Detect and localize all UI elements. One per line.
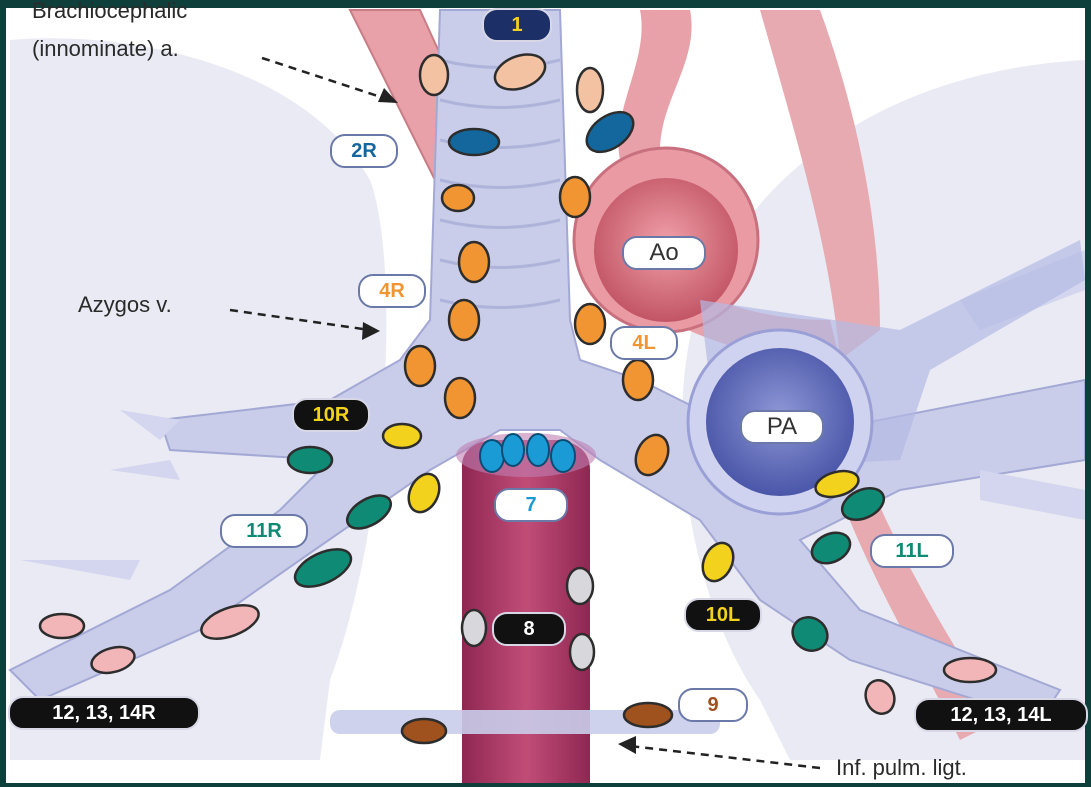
station-2r-label: 2R	[330, 134, 398, 168]
inf-pulm-ligt-label: Inf. pulm. ligt.	[836, 755, 967, 781]
node-gray	[570, 634, 594, 670]
node-blue	[449, 129, 499, 155]
node-orange	[575, 304, 605, 344]
station-10r-label: 10R	[292, 398, 370, 432]
aorta-label: Ao	[622, 236, 706, 270]
node-peach	[577, 68, 603, 112]
node-orange	[405, 346, 435, 386]
pa-label: PA	[740, 410, 824, 444]
node-brown	[402, 719, 446, 743]
node-orange	[459, 242, 489, 282]
node-teal	[288, 447, 332, 473]
station-9-label: 9	[678, 688, 748, 722]
azygos-label: Azygos v.	[78, 292, 172, 318]
node-orange	[445, 378, 475, 418]
node-yellow	[383, 424, 421, 448]
station-10l-label: 10L	[684, 598, 762, 632]
node-orange	[560, 177, 590, 217]
node-peach	[420, 55, 448, 95]
node-pink	[944, 658, 996, 682]
brachiocephalic-label-line2: (innominate) a.	[32, 36, 179, 62]
station-12-14l-label: 12, 13, 14L	[914, 698, 1088, 732]
node-orange	[449, 300, 479, 340]
frame-right	[1085, 0, 1091, 787]
frame-bottom	[0, 783, 1091, 787]
frame-left	[0, 0, 6, 787]
node-orange	[442, 185, 474, 211]
station-12-14r-label: 12, 13, 14R	[8, 696, 200, 730]
node-pink	[40, 614, 84, 638]
station-8-label: 8	[492, 612, 566, 646]
node-gray	[462, 610, 486, 646]
station-1-label: 1	[482, 8, 552, 42]
station-4r-label: 4R	[358, 274, 426, 308]
station-11r-label: 11R	[220, 514, 308, 548]
node-gray	[567, 568, 593, 604]
node-orange	[623, 360, 653, 400]
station-11l-label: 11L	[870, 534, 954, 568]
station-7-label: 7	[494, 488, 568, 522]
station-4l-label: 4L	[610, 326, 678, 360]
node-brown	[624, 703, 672, 727]
brachiocephalic-label-line1: Brachiocephalic	[32, 0, 187, 24]
